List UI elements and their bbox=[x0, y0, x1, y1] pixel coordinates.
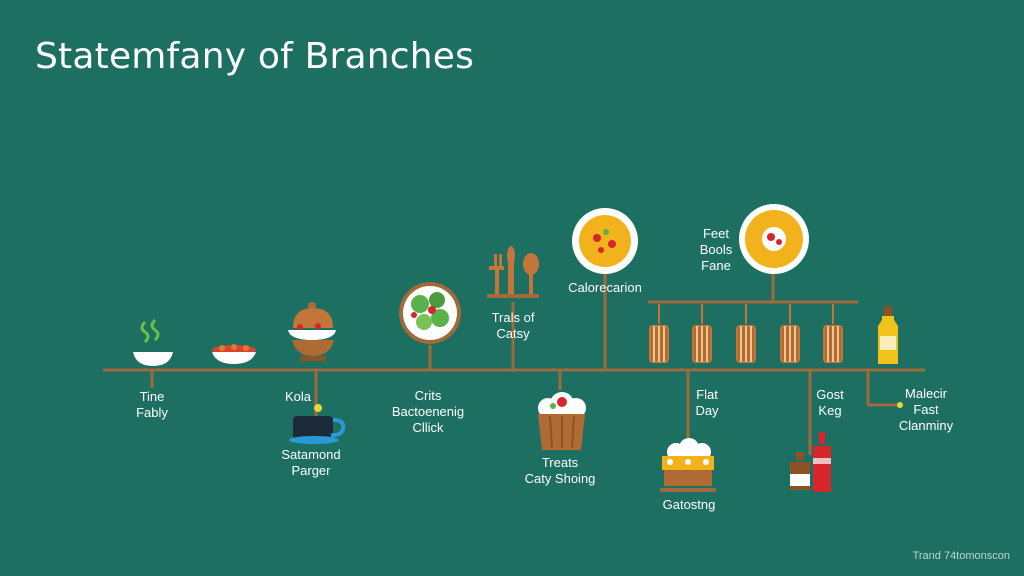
connector-dot bbox=[897, 402, 903, 408]
pizza-plate-icon bbox=[572, 208, 638, 274]
timeline-lines bbox=[103, 272, 925, 455]
footer-credit: Trand 74tomonscon bbox=[912, 550, 1010, 562]
oil-bottle-icon bbox=[878, 306, 898, 364]
diagram-title: Statemfany of Branches bbox=[35, 36, 475, 77]
cupcake-icon bbox=[538, 392, 586, 450]
coffee-cup-icon bbox=[289, 404, 346, 444]
bottle-icon bbox=[790, 432, 831, 492]
cake-icon bbox=[660, 438, 716, 492]
label-kola: Kola bbox=[284, 389, 312, 404]
label-gatostng: Gatostng bbox=[662, 497, 716, 512]
label-calorecarion: Calorecarion bbox=[568, 280, 642, 295]
pizza-plate-icon bbox=[739, 204, 809, 274]
utensils-icon bbox=[487, 246, 539, 298]
lantern-icon bbox=[649, 304, 843, 363]
salad-plate-icon bbox=[399, 282, 461, 344]
covered-dish-icon bbox=[288, 302, 336, 361]
steaming-bowl-icon bbox=[133, 318, 173, 366]
food-bowl-icon bbox=[212, 344, 256, 364]
